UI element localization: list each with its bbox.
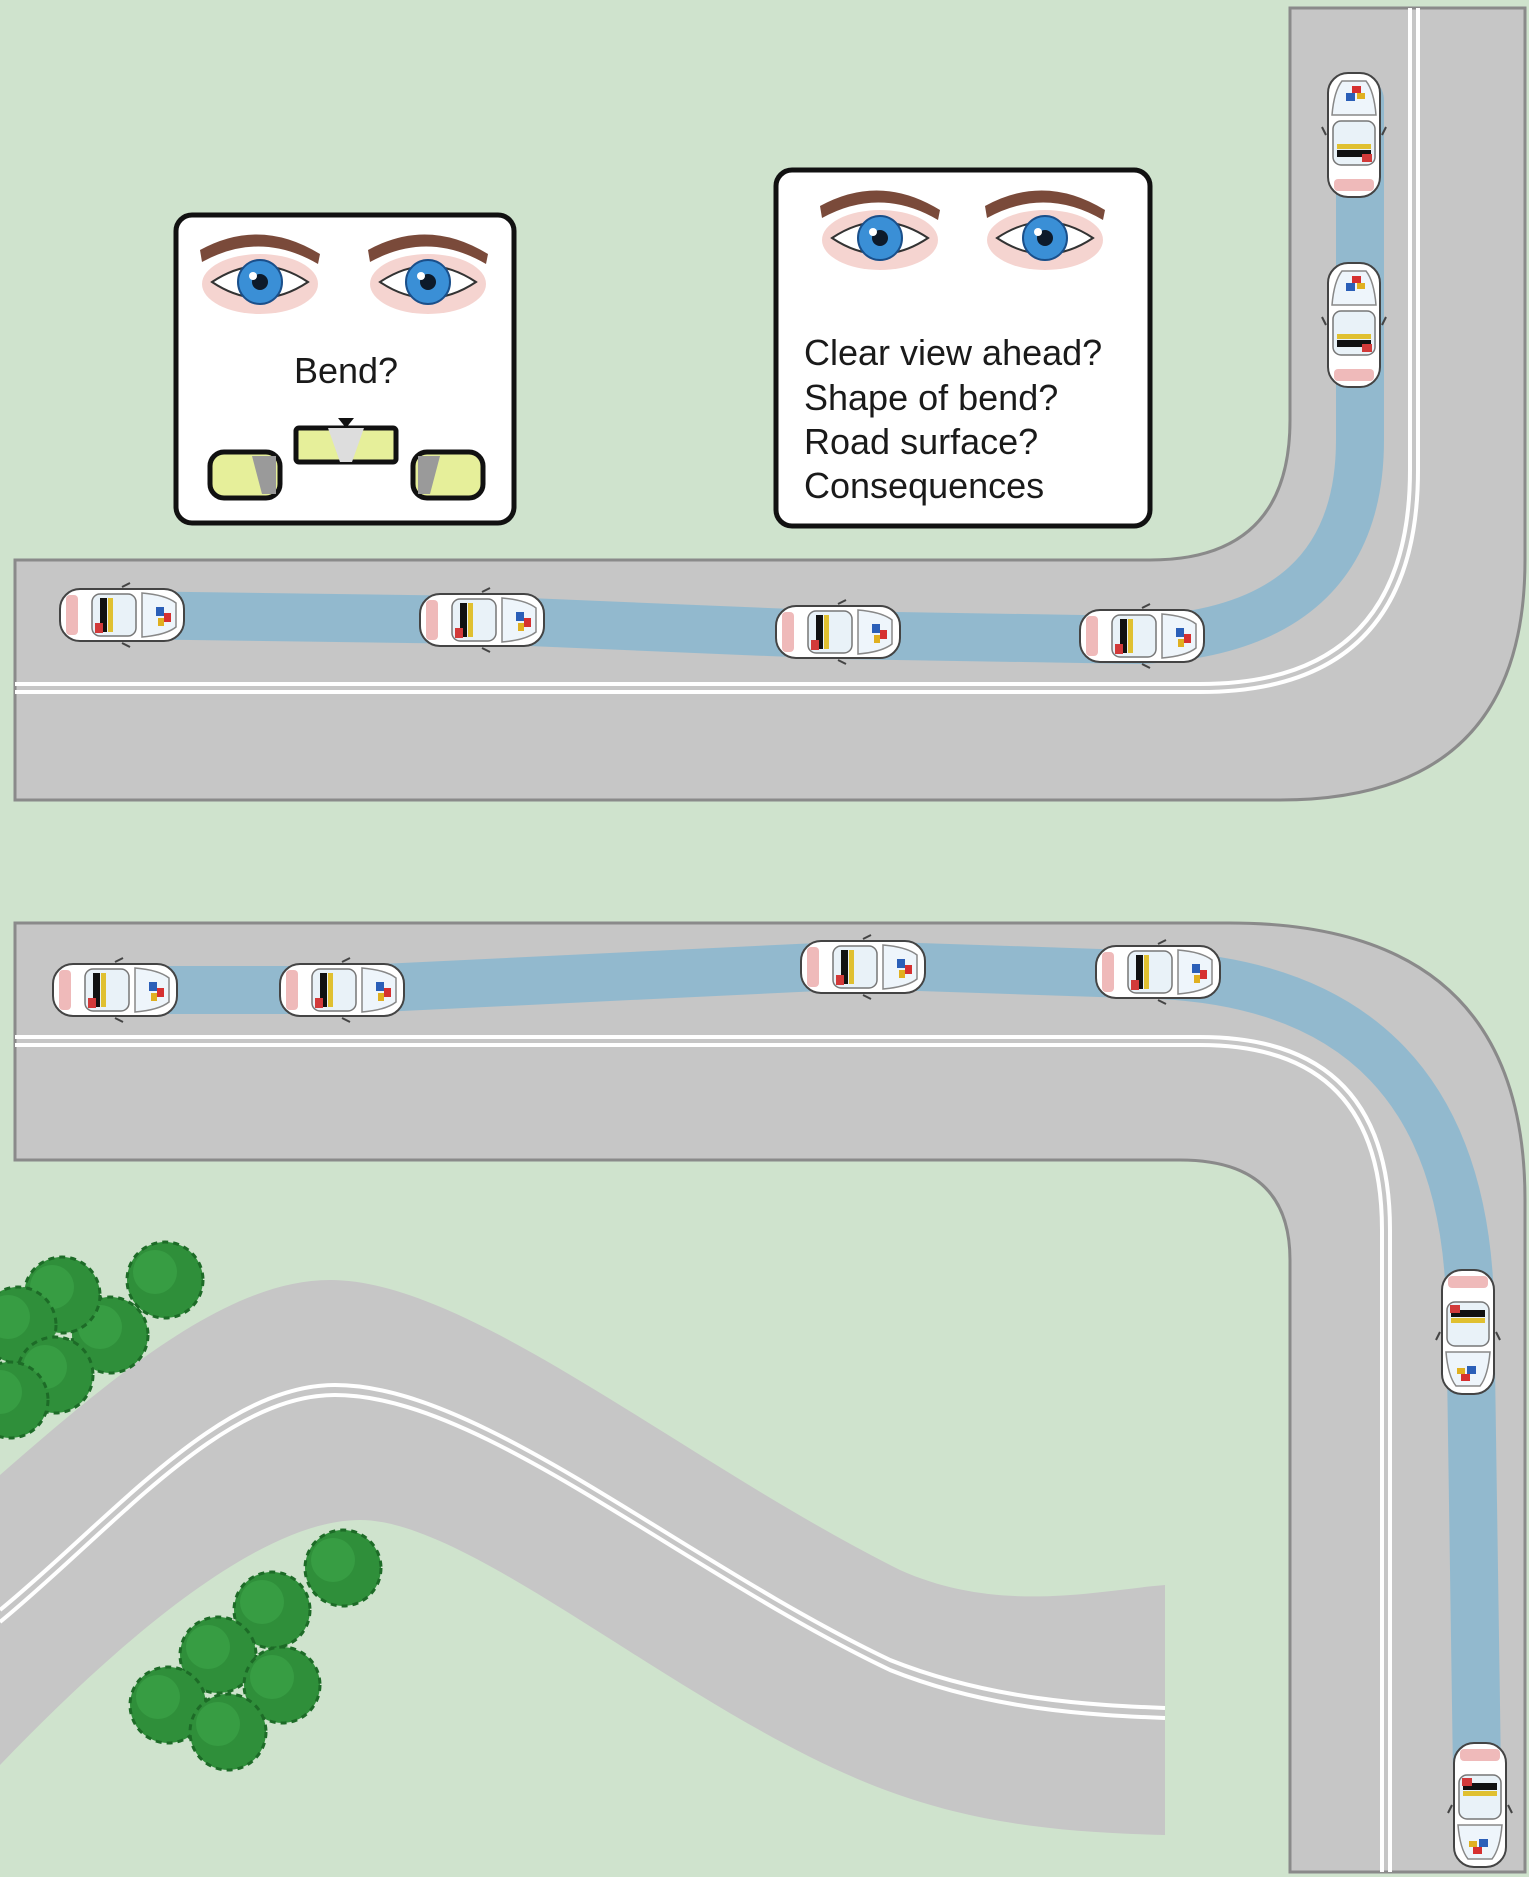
car-icon — [53, 958, 177, 1022]
car-icon — [1448, 1743, 1512, 1867]
hazard-check-panel: Clear view ahead? Shape of bend? Road su… — [776, 170, 1150, 526]
car-icon — [776, 600, 900, 664]
car-icon — [1080, 604, 1204, 668]
car-icon — [1436, 1270, 1500, 1394]
question-shape-of-bend: Shape of bend? — [804, 377, 1058, 418]
question-clear-view: Clear view ahead? — [804, 332, 1102, 373]
tree-icon — [305, 1530, 381, 1606]
question-road-surface: Road surface? — [804, 421, 1038, 462]
car-icon — [420, 588, 544, 652]
tree-icon — [190, 1694, 266, 1770]
panel-question: Bend? — [294, 350, 398, 391]
car-icon — [1322, 263, 1386, 387]
mirror-check-panel: Bend? — [176, 215, 514, 523]
question-consequences: Consequences — [804, 465, 1044, 506]
car-icon — [60, 583, 184, 647]
car-icon — [280, 958, 404, 1022]
car-icon — [1096, 940, 1220, 1004]
car-icon — [801, 935, 925, 999]
tree-icon — [127, 1242, 203, 1318]
car-icon — [1322, 73, 1386, 197]
